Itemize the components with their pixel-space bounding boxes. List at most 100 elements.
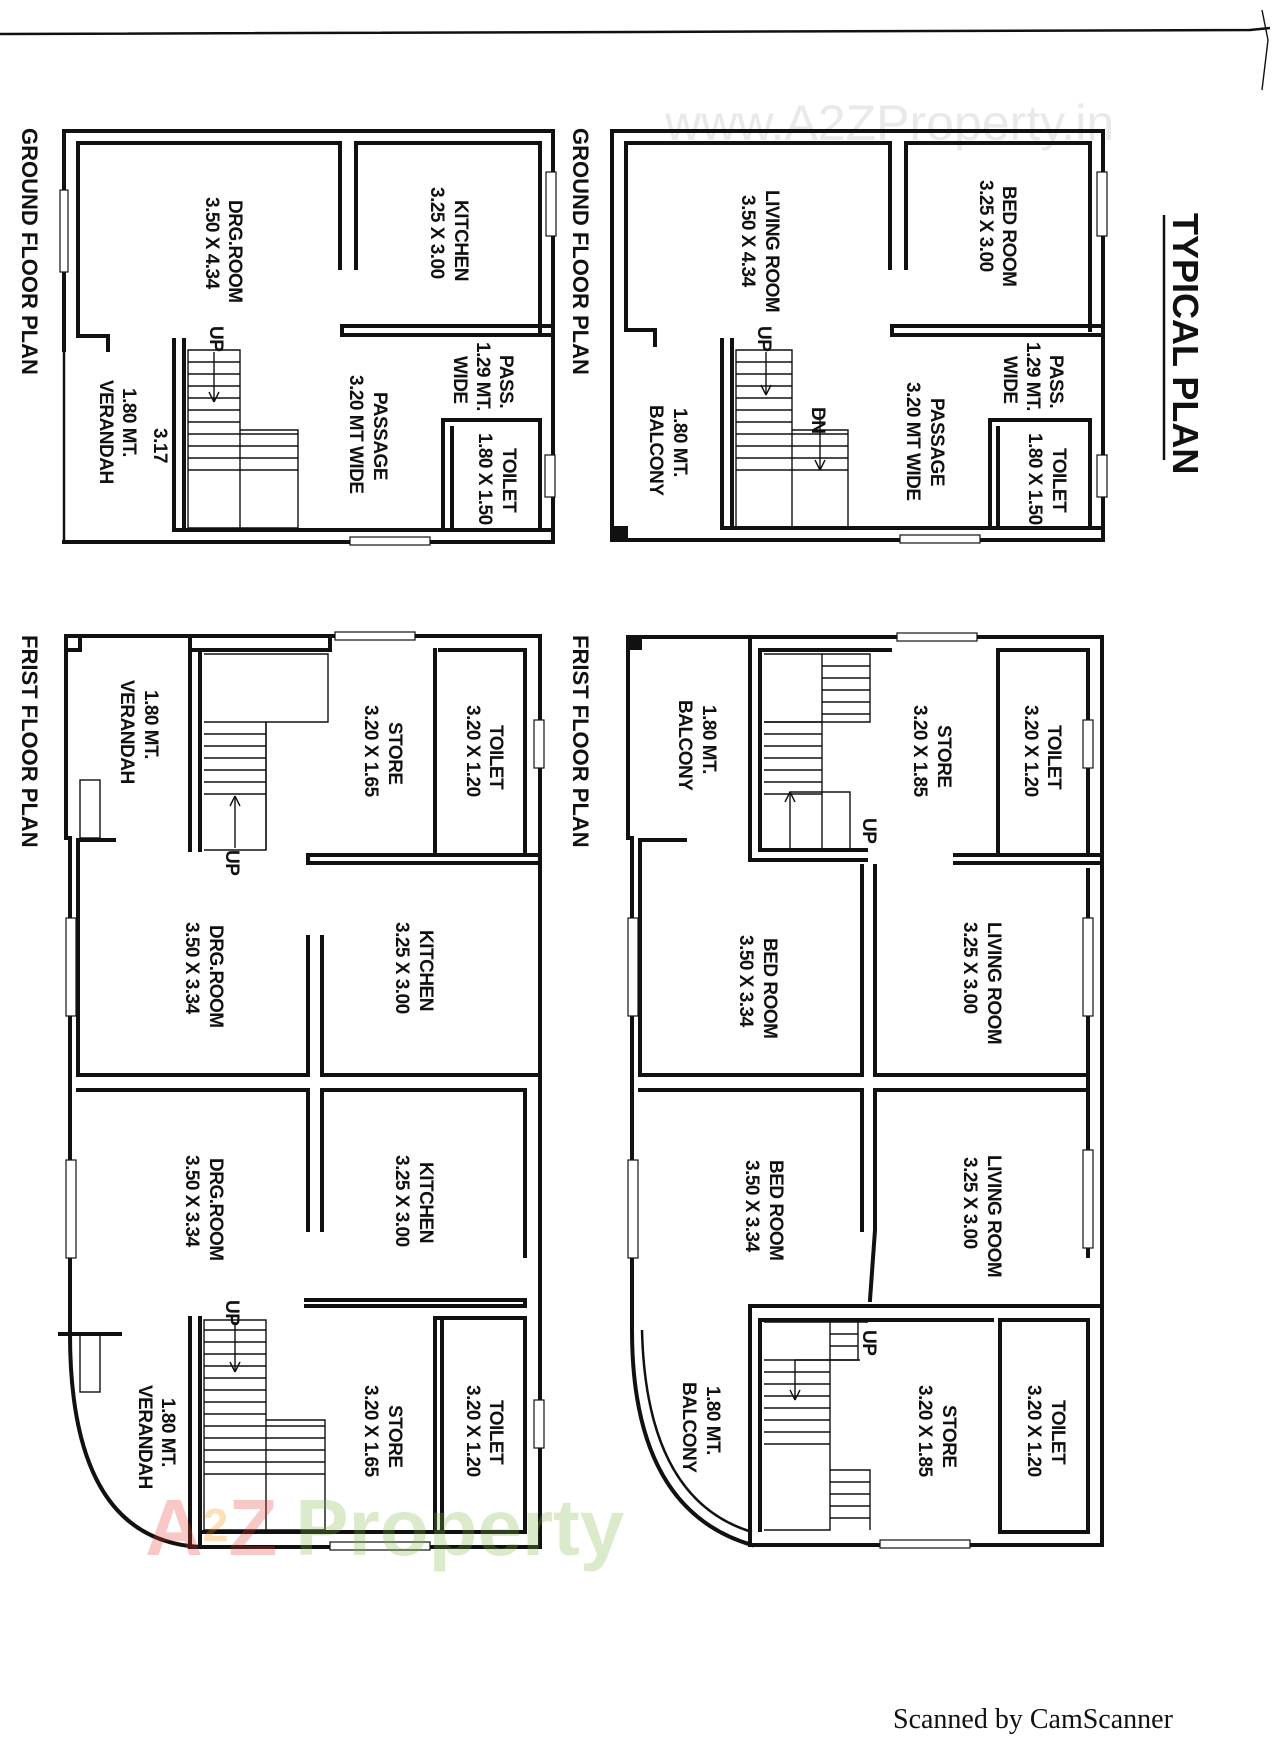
window xyxy=(65,1159,77,1259)
plan-title: GROUND FLOOR PLAN xyxy=(568,128,593,375)
svg-text:DRG.ROOM: DRG.ROOM xyxy=(205,925,226,1028)
svg-text:TOILET: TOILET xyxy=(498,448,519,513)
room-living-room: LIVING ROOM 3.25 X 3.00 xyxy=(959,922,1004,1044)
ground-floor-plan-right: GROUND FLOOR PLAN UP DN LIVING ROOM 3.50… xyxy=(568,128,1108,544)
verandah: 1.80 MT. VERANDAH xyxy=(116,680,161,784)
room-living-room: LIVING ROOM 3.25 X 3.00 xyxy=(959,1155,1004,1277)
svg-text:3.20 X 1.85: 3.20 X 1.85 xyxy=(914,1385,935,1478)
room-toilet: TOILET 3.20 X 1.20 xyxy=(462,705,506,797)
window xyxy=(329,1541,431,1551)
window xyxy=(879,1539,971,1549)
svg-text:1.80 MT.: 1.80 MT. xyxy=(140,690,161,759)
svg-text:3.20 X 1.20: 3.20 X 1.20 xyxy=(462,705,483,797)
window xyxy=(627,1159,639,1259)
stair-up-label: UP xyxy=(205,326,226,352)
svg-text:1.80 MT.: 1.80 MT. xyxy=(157,1398,178,1467)
svg-text:3.17: 3.17 xyxy=(149,428,170,463)
svg-text:3.50 X 3.34: 3.50 X 3.34 xyxy=(741,1160,762,1253)
svg-text:3.20 MT WIDE: 3.20 MT WIDE xyxy=(902,382,923,501)
balcony: 1.80 MT. BALCONY xyxy=(674,700,719,791)
passage: PASSAGE 3.20 MT WIDE xyxy=(345,375,390,494)
pass-area: PASS. 1.29 MT. WIDE xyxy=(999,342,1066,411)
stair-landing xyxy=(79,1333,101,1393)
svg-text:3.25 X 3.00: 3.25 X 3.00 xyxy=(426,187,447,279)
svg-text:STORE: STORE xyxy=(938,1405,959,1468)
plan-title: FRIST FLOOR PLAN xyxy=(17,635,42,848)
svg-text:3.50 X 3.34: 3.50 X 3.34 xyxy=(181,1155,202,1248)
window xyxy=(349,536,431,546)
svg-text:1.80 X 1.50: 1.80 X 1.50 xyxy=(1024,433,1045,525)
svg-text:3.25 X 3.00: 3.25 X 3.00 xyxy=(959,1157,980,1249)
svg-text:BED ROOM: BED ROOM xyxy=(998,186,1019,287)
staircase: UP xyxy=(764,653,879,851)
staircase: UP DN xyxy=(735,326,849,529)
svg-text:KITCHEN: KITCHEN xyxy=(450,200,471,281)
svg-text:DRG.ROOM: DRG.ROOM xyxy=(205,1158,226,1261)
svg-text:PASS.: PASS. xyxy=(1045,355,1066,408)
svg-text:PASSAGE: PASSAGE xyxy=(926,398,947,486)
svg-text:3.20 X 1.65: 3.20 X 1.65 xyxy=(360,1385,381,1478)
svg-text:1.80 MT.: 1.80 MT. xyxy=(698,705,719,774)
pass-area: PASS. 1.29 MT. WIDE xyxy=(449,342,516,411)
room-kitchen: KITCHEN 3.25 X 3.00 xyxy=(426,187,471,281)
svg-text:3.25 X 3.00: 3.25 X 3.00 xyxy=(391,1155,412,1247)
svg-text:PASS.: PASS. xyxy=(495,355,516,408)
svg-text:3.25 X 3.00: 3.25 X 3.00 xyxy=(959,922,980,1014)
window xyxy=(59,189,69,273)
room-store: STORE 3.20 X 1.65 xyxy=(360,1385,405,1478)
stair-up-label: UP xyxy=(858,818,879,844)
svg-text:VERANDAH: VERANDAH xyxy=(134,1385,155,1489)
svg-text:VERANDAH: VERANDAH xyxy=(95,380,116,484)
first-floor-plan-right: FRIST FLOOR PLAN UP xyxy=(568,632,1104,1549)
svg-text:A2ZProperty: A2ZProperty xyxy=(145,1483,625,1572)
svg-text:1.80 MT.: 1.80 MT. xyxy=(118,388,139,457)
svg-text:TOILET: TOILET xyxy=(1048,448,1069,513)
svg-text:STORE: STORE xyxy=(384,722,405,785)
svg-text:3.20 X 1.85: 3.20 X 1.85 xyxy=(909,705,930,798)
passage: PASSAGE 3.20 MT WIDE xyxy=(902,382,947,501)
svg-text:3.50 X 3.34: 3.50 X 3.34 xyxy=(181,922,202,1015)
window xyxy=(627,917,639,1017)
room-store: STORE 3.20 X 1.85 xyxy=(914,1385,959,1478)
room-living-room: LIVING ROOM 3.50 X 4.34 xyxy=(737,190,782,312)
svg-text:LIVING ROOM: LIVING ROOM xyxy=(761,190,782,312)
window xyxy=(533,1399,545,1449)
svg-text:BALCONY: BALCONY xyxy=(645,405,666,496)
svg-text:DRG.ROOM: DRG.ROOM xyxy=(224,200,245,303)
svg-text:TOILET: TOILET xyxy=(485,725,506,790)
typical-plan-title: TYPICAL PLAN xyxy=(1162,213,1206,474)
svg-text:TOILET: TOILET xyxy=(1043,725,1064,790)
svg-text:BED ROOM: BED ROOM xyxy=(765,1160,786,1261)
window xyxy=(65,917,77,1017)
camscanner-footer: Scanned by CamScanner xyxy=(893,1704,1174,1735)
svg-text:BED ROOM: BED ROOM xyxy=(759,938,780,1039)
first-floor-plan-left: FRIST FLOOR PLAN UP UP xyxy=(17,631,545,1551)
sheet-corner-mark xyxy=(1261,9,1269,91)
svg-text:LIVING ROOM: LIVING ROOM xyxy=(983,1155,1004,1277)
stair-down-label: DN xyxy=(807,407,828,433)
svg-text:TOILET: TOILET xyxy=(485,1400,506,1465)
svg-text:VERANDAH: VERANDAH xyxy=(116,680,137,784)
room-drg-room: DRG.ROOM 3.50 X 4.34 xyxy=(201,197,245,303)
balcony: 1.80 MT. BALCONY xyxy=(678,1382,723,1473)
room-toilet: TOILET 3.20 X 1.20 xyxy=(1023,1385,1068,1477)
svg-text:1.80 MT.: 1.80 MT. xyxy=(669,408,690,477)
room-kitchen: KITCHEN 3.25 X 3.00 xyxy=(391,1155,436,1247)
svg-text:1.80 X 1.50: 1.80 X 1.50 xyxy=(474,433,495,525)
room-drg-room: DRG.ROOM 3.50 X 3.34 xyxy=(181,1155,226,1261)
svg-text:STORE: STORE xyxy=(384,1405,405,1468)
window xyxy=(1082,719,1094,769)
room-kitchen: KITCHEN 3.25 X 3.00 xyxy=(391,922,436,1014)
ground-floor-plan-left: GROUND FLOOR PLAN UP DRG.ROOM 3.50 X 4.3… xyxy=(17,128,557,546)
svg-text:TYPICAL PLAN: TYPICAL PLAN xyxy=(1165,213,1206,474)
verandah: 3.17 1.80 MT. VERANDAH xyxy=(95,380,170,484)
window xyxy=(1082,1149,1094,1249)
room-bed-room: BED ROOM 3.50 X 3.34 xyxy=(735,935,780,1039)
staircase: UP xyxy=(764,1321,879,1531)
window xyxy=(1096,171,1108,237)
svg-text:TOILET: TOILET xyxy=(1047,1400,1068,1465)
svg-text:KITCHEN: KITCHEN xyxy=(415,930,436,1011)
